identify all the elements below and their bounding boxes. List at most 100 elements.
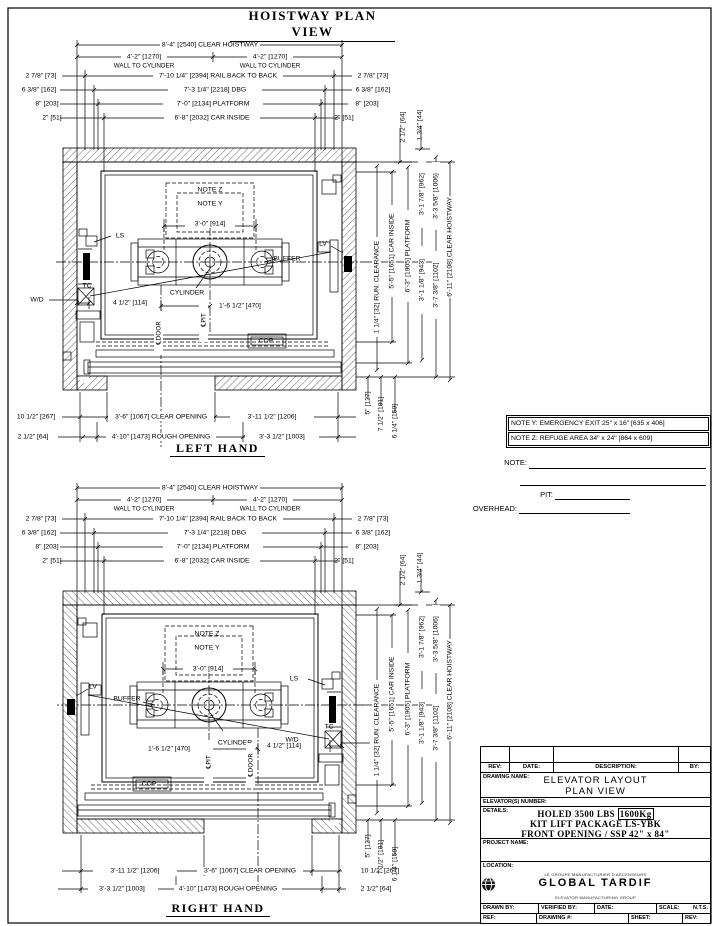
label-lv: LV [319, 241, 327, 248]
scale-value: N.T.S. [693, 905, 708, 911]
dim-dbg-offset-right: 6 3/8" [162] [356, 530, 391, 537]
label-wall-to-cylinder-left: WALL TO CYLINDER [114, 506, 175, 513]
date-header: DATE: [509, 763, 553, 772]
project-name-row: PROJECT NAME: [481, 838, 710, 861]
label-wall-to-cylinder-right: WALL TO CYLINDER [240, 63, 301, 70]
label-wd: W/D [30, 297, 43, 304]
details-row: DETAILS: HOLED 3500 LBS 1600Kg KIT LIFT … [481, 806, 710, 839]
label-centerline-pit: ℄PIT [206, 755, 213, 769]
dim-platform-width: 7'-0" [2134] PLATFORM [177, 101, 250, 108]
dim-127: 5" [127] [365, 391, 372, 414]
dim-opening-offset-267: 10 1/2" [267] [361, 868, 399, 875]
ref-label: REF: [483, 915, 496, 921]
dim-1006: 3'-3 5/8" [1006] [433, 173, 440, 219]
dim-1206: 3'-11 1/2" [1206] [248, 414, 297, 421]
label-wd: W/D [285, 737, 298, 744]
label-note-y: NOTE Y [194, 645, 220, 652]
elevator-number-row: ELEVATOR(S) NUMBER: [481, 797, 710, 806]
logo-name-tardif: TARDIF [600, 877, 653, 889]
dim-191: 7 1/2" [191] [378, 840, 385, 875]
dim-pit-to-door: 1'-6 1/2" [470] [219, 303, 261, 310]
dim-1102: 3'-7 3/8" [1102] [433, 262, 440, 307]
signoff-row: DRAWN BY: VERIFIED BY: DATE: SCALE: N.T.… [481, 903, 710, 913]
label-cop: COP [259, 338, 274, 345]
dim-clear-hoistway-depth: 6'-11" [2108] CLEAR HOISTWAY [447, 640, 454, 740]
dim-rail-offset-right: 2 7/8" [73] [358, 516, 389, 523]
label-centerline-pit: ℄PIT [201, 313, 208, 327]
location-label: LOCATION: [483, 863, 514, 869]
dim-wall-to-cylinder-left: 4'-2" [1270] [127, 497, 161, 504]
logo-tagline-bottom: ELEVATOR MANUFACTURING GROUP [555, 895, 636, 900]
label-wall-to-cylinder-left: WALL TO CYLINDER [114, 63, 175, 70]
label-cop: COP [142, 781, 157, 788]
dim-962: 3'-1 7/8" [962] [419, 173, 426, 215]
label-tc: TC [82, 283, 91, 290]
revision-empty-row [481, 747, 710, 762]
date-label: DATE: [594, 904, 656, 913]
dim-platform-width: 7'-0" [2134] PLATFORM [177, 544, 250, 551]
verified-by-label: VERIFIED BY: [538, 904, 594, 913]
scale-label: SCALE: [659, 905, 680, 911]
label-buffer: BUFFER [273, 256, 300, 263]
dim-rail-back-to-back: 7'-10 1/4" [2394] RAIL BACK TO BACK [159, 516, 278, 523]
dim-cylinder-offset: 4 1/2" [114] [113, 300, 147, 307]
dim-wall-to-cylinder-right: 4'-2" [1270] [253, 54, 287, 61]
rev-header: REV: [488, 764, 502, 770]
label-ls: LS [116, 233, 125, 240]
elevator-number-label: ELEVATOR(S) NUMBER: [483, 799, 547, 805]
dim-corner-44: 1 3/4" [44] [417, 553, 424, 584]
page-title: HOISTWAY PLAN VIEW [230, 8, 395, 42]
overhead-field-line [519, 505, 630, 514]
dim-refuge-width: 3'-0" [914] [195, 221, 226, 228]
dim-platform-depth: 6'-3" [1905] PLATFORM [405, 219, 412, 292]
dim-127: 5" [127] [365, 834, 372, 857]
description-header: DESCRIPTION: [553, 763, 678, 772]
title-block: REV: DATE: DESCRIPTION: BY: DRAWING NAME… [480, 746, 711, 924]
label-wall-to-cylinder-right: WALL TO CYLINDER [240, 506, 301, 513]
location-row: LOCATION: LE GROUPE MANUFACTURIER D'ASCE… [481, 861, 710, 903]
dim-car-offset-right: 2" [51] [334, 558, 354, 565]
logo-name-global: GLOBAL [538, 877, 597, 889]
drawing-name-line1: ELEVATOR LAYOUT [543, 775, 648, 786]
dim-dbg-offset-right: 6 3/8" [162] [356, 87, 391, 94]
rev-number-label: REV: [682, 914, 710, 924]
label-centerline-door: ℄DOOR [248, 753, 255, 777]
dim-refuge-width: 3'-0" [914] [193, 666, 224, 673]
note-field-line-2 [520, 477, 706, 486]
left-hand-plan: 8'-4" [2540] CLEAR HOISTWAY 4'-2" [1270]… [17, 39, 456, 448]
dim-cylinder-offset: 4 1/2" [114] [267, 743, 301, 750]
dim-943: 3'-1 1/8" [943] [419, 259, 426, 301]
label-cylinder: CYLINDER [218, 740, 252, 747]
dim-car-offset-left: 2" [51] [42, 558, 62, 565]
left-hand-text: 8'-4" [2540] CLEAR HOISTWAY 4'-2" [1270]… [17, 41, 454, 441]
dim-clear-hoistway-width: 8'-4" [2540] CLEAR HOISTWAY [162, 485, 259, 492]
label-buffer: BUFFER [113, 696, 140, 703]
dim-opening-offset-64: 2 1/2" [64] [361, 886, 392, 893]
dim-1102: 3'-7 3/8" [1102] [433, 705, 440, 750]
dim-dbg: 7'-3 1/4" [2218] DBG [184, 87, 246, 94]
pit-field-line [555, 491, 630, 500]
revision-header-row: REV: DATE: DESCRIPTION: BY: [481, 762, 710, 772]
dim-943: 3'-1 1/8" [943] [419, 702, 426, 744]
drawn-by-label: DRAWN BY: [483, 905, 515, 911]
dim-dbg-offset-left: 6 3/8" [162] [22, 87, 57, 94]
label-cylinder: CYLINDER [170, 290, 204, 297]
dim-opening-offset-64: 2 1/2" [64] [18, 434, 49, 441]
label-ls: LS [290, 676, 299, 683]
dim-clear-hoistway-depth: 6'-11" [2108] CLEAR HOISTWAY [447, 197, 454, 297]
dim-clear-opening: 3'-6" [1067] CLEAR OPENING [115, 414, 207, 421]
sheet-label: SHEET: [628, 914, 682, 924]
label-note-y: NOTE Y [197, 201, 223, 208]
notes-box: NOTE Y: EMERGENCY EXIT 25" x 16" [635 x … [506, 415, 711, 448]
dim-962: 3'-1 7/8" [962] [419, 616, 426, 658]
dim-1003: 3'-3 1/2" [1003] [259, 434, 305, 441]
label-centerline-door: ℄DOOR [156, 321, 163, 345]
dim-159: 6 1/4" [159] [392, 847, 399, 882]
dim-rough-opening: 4'-10" [1473] ROUGH OPENING [179, 886, 278, 893]
globe-icon [481, 877, 496, 892]
dim-corner-64: 2 1/2" [64] [400, 112, 407, 143]
dim-191: 7 1/2" [191] [378, 397, 385, 432]
dim-1006: 3'-3 5/8" [1006] [433, 616, 440, 662]
dim-platform-offset-left: 8" [203] [35, 101, 58, 108]
